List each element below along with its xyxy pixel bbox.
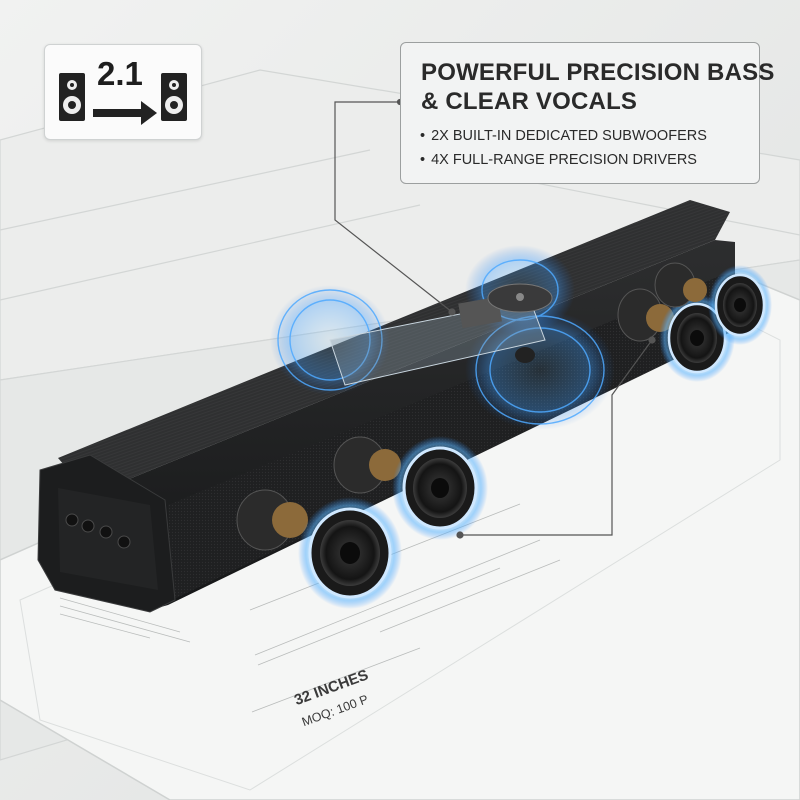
- driver-left-1: [236, 489, 402, 609]
- bullet-drivers: 4X FULL-RANGE PRECISION DRIVERS: [420, 148, 707, 172]
- driver-right-2: [654, 262, 772, 345]
- feature-bullets: 2X BUILT-IN DEDICATED SUBWOOFERS 4X FULL…: [420, 124, 707, 172]
- headline-line-2: & CLEAR VOCALS: [421, 88, 638, 115]
- subwoofer-waves: [270, 245, 615, 430]
- arrow-right-icon: [93, 101, 157, 125]
- control-buttons: [65, 513, 131, 549]
- badge-graphics: [59, 73, 187, 125]
- bullet-subwoofers: 2X BUILT-IN DEDICATED SUBWOOFERS: [420, 124, 707, 148]
- channel-badge: 2.1: [44, 44, 202, 140]
- speaker-icon: [59, 73, 85, 121]
- channel-label: 2.1: [97, 55, 143, 92]
- speaker-drivers: [236, 262, 772, 609]
- speaker-icon: [161, 73, 187, 121]
- callout-leaders: [334, 98, 656, 539]
- feature-headline: POWERFUL PRECISION BASS & CLEAR VOCALS: [421, 58, 775, 116]
- headline-line-1: POWERFUL PRECISION BASS: [421, 59, 775, 86]
- driver-left-2: [333, 436, 488, 540]
